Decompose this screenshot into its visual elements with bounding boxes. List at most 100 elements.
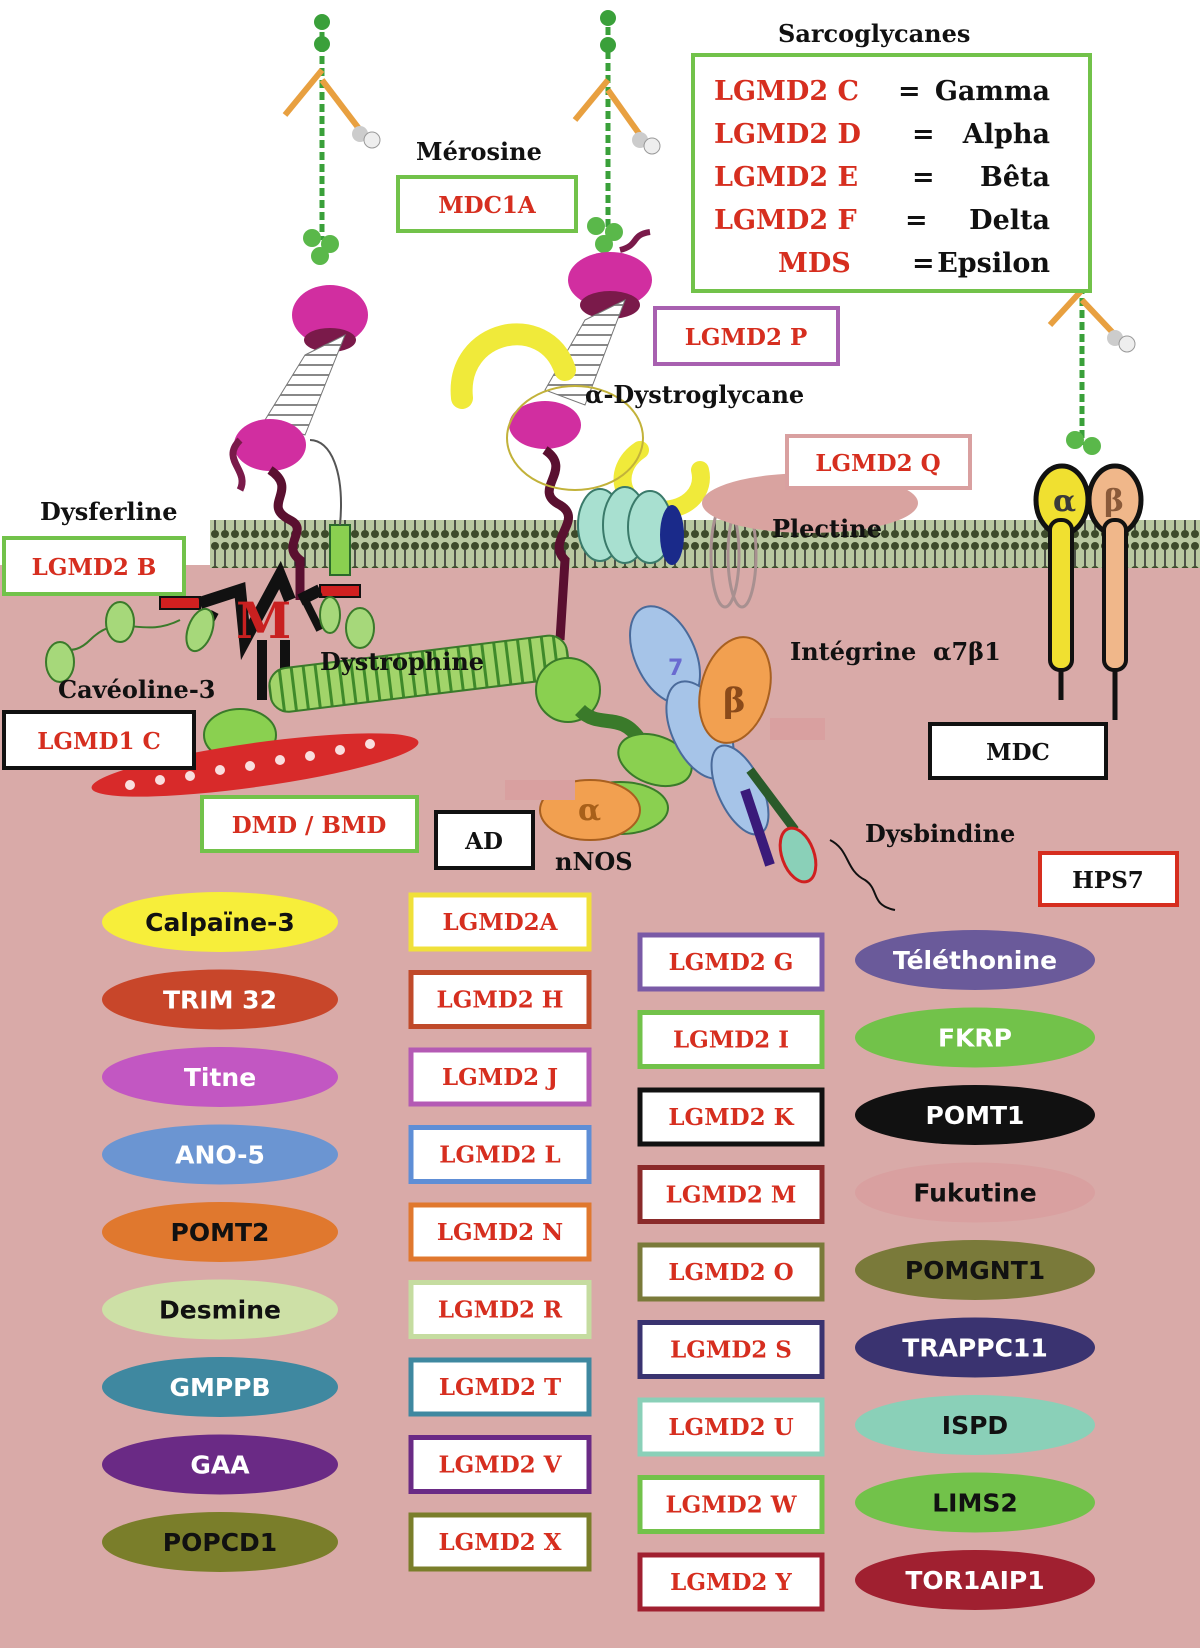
- legend-protein-a: [102, 1434, 338, 1495]
- dystroglycane-label: α-Dystroglycane: [585, 380, 804, 409]
- legend-code-b-label: LGMD2 Y: [670, 1569, 792, 1596]
- legend-code-a-label: LGMD2 X: [438, 1529, 561, 1556]
- sarco-eq: =: [912, 162, 935, 193]
- dystroglycan-outline: [506, 385, 644, 491]
- mdc1a-text: MDC1A: [438, 192, 537, 219]
- legend-protein-a-label: POMT2: [171, 1218, 270, 1247]
- legend-code-a-box: [408, 1280, 592, 1339]
- lgmd2b-box: LGMD2 B: [2, 536, 186, 596]
- legend-protein-b-label: TOR1AIP1: [905, 1566, 1044, 1595]
- legend-protein-a: [102, 1047, 338, 1107]
- m-letter: M: [236, 591, 291, 650]
- ad-text: AD: [464, 828, 503, 855]
- legend-code-a-box: [408, 1047, 592, 1107]
- merosine-label: Mérosine: [416, 137, 542, 166]
- legend-code-a-box: [408, 1357, 592, 1417]
- legend-protein-b-label: LIMS2: [932, 1489, 1018, 1518]
- sarco-code: LGMD2 F: [714, 205, 857, 236]
- sarco-eq: =: [905, 205, 928, 236]
- legend-protein-a-label: ANO-5: [175, 1141, 265, 1170]
- sarco-eq: =: [912, 248, 935, 279]
- legend-code-a-label: LGMD2 N: [437, 1219, 563, 1246]
- integrin-alpha-beta-right: [1033, 463, 1144, 720]
- sarco-eq: =: [912, 119, 935, 150]
- legend-code-b-box: [637, 932, 825, 992]
- legend-code-b-label: LGMD2 S: [670, 1337, 792, 1364]
- dysferline-complex: [45, 439, 375, 700]
- legend-protein-b: [855, 1317, 1095, 1378]
- legend-code-b-label: LGMD2 O: [668, 1259, 793, 1286]
- hps7-box: HPS7: [1038, 851, 1179, 907]
- legend-code-b-label: LGMD2 G: [669, 949, 794, 976]
- plectine-label: Plectine: [772, 514, 882, 543]
- legend-code-a-label: LGMD2 R: [438, 1297, 563, 1324]
- legend-protein-a-label: GMPPB: [169, 1373, 270, 1402]
- legend-code-a-label: LGMD2 J: [442, 1064, 558, 1091]
- laminin-left: [282, 14, 381, 265]
- caveoline-label: Cavéoline-3: [58, 675, 216, 704]
- sarcolemma: [210, 520, 1200, 568]
- legend-protein-a: [102, 1124, 338, 1185]
- lgmd2p-text: LGMD2 P: [685, 324, 808, 351]
- legend-code-b-box: [637, 1475, 825, 1534]
- sarcoglycanes-box: [691, 53, 1092, 293]
- legend-protein-b: [855, 1085, 1095, 1145]
- lgmd1c-text: LGMD1 C: [37, 728, 161, 755]
- legend-protein-b: [855, 1395, 1095, 1455]
- legend-code-a-box: [408, 970, 592, 1029]
- integrin-a7b1: [505, 605, 896, 911]
- legend-code-a-label: LGMD2 L: [439, 1142, 560, 1169]
- sarco-code: LGMD2 C: [714, 76, 859, 107]
- legend-protein-b: [855, 1162, 1095, 1223]
- legend-code-a-label: LGMD2 H: [437, 987, 564, 1014]
- legend-protein-b: [855, 1472, 1095, 1533]
- sarco-name: Epsilon: [937, 248, 1050, 279]
- legend-protein-a-label: TRIM 32: [163, 986, 277, 1015]
- lgmd2p-box: LGMD2 P: [653, 306, 840, 366]
- lgmd2b-text: LGMD2 B: [32, 554, 157, 581]
- legend-code-b-box: [637, 1010, 825, 1069]
- sarco-name: Alpha: [962, 119, 1050, 150]
- dysferline-label: Dysferline: [40, 497, 177, 526]
- legend-code-b-box: [637, 1087, 825, 1147]
- sarco-name: Bêta: [980, 162, 1050, 193]
- lgmd1c-box: LGMD1 C: [2, 710, 196, 770]
- legend-code-a-box: [408, 1512, 592, 1572]
- lgmd2q-text: LGMD2 Q: [815, 450, 940, 477]
- integrine-label: Intégrine α7β1: [790, 637, 1001, 666]
- legend-protein-b-label: FKRP: [938, 1024, 1012, 1053]
- legend-protein-a-label: Titne: [184, 1063, 256, 1092]
- hps7-text: HPS7: [1072, 867, 1144, 894]
- laminin-center: [572, 10, 661, 253]
- legend-protein-a: [102, 892, 338, 952]
- sarco-code: LGMD2 D: [714, 119, 861, 150]
- legend-code-a-box: [408, 1125, 592, 1184]
- legend-code-b-box: [637, 1397, 825, 1457]
- legend-code-b-box: [637, 1165, 825, 1224]
- integrin-beta-inner: β: [723, 681, 746, 721]
- integrin-seven: 7: [668, 656, 683, 681]
- legend-protein-a: [102, 1202, 338, 1262]
- legend-protein-a-label: GAA: [190, 1451, 250, 1480]
- legend-code-b-box: [637, 1320, 825, 1379]
- legend-code-a-label: LGMD2 T: [439, 1374, 561, 1401]
- dmd-bmd-box: DMD / BMD: [200, 795, 419, 853]
- legend-code-b-label: LGMD2 W: [665, 1492, 797, 1519]
- legend-code-b-label: LGMD2 K: [668, 1104, 794, 1131]
- integrin-beta-symbol: β: [1104, 484, 1124, 519]
- mdc1a-box: MDC1A: [396, 175, 578, 233]
- integrin-alpha-symbol: α: [1053, 484, 1076, 519]
- legend-code-b-box: [637, 1242, 825, 1302]
- legend-code-b-box: [637, 1552, 825, 1612]
- dystroglycan-left: [229, 285, 368, 600]
- legend-protein-b: [855, 930, 1095, 990]
- legend-protein-b: [855, 1550, 1095, 1610]
- dystroglycan-center: [509, 229, 652, 641]
- yellow-arc-protein: [450, 323, 576, 409]
- sarco-code: LGMD2 E: [714, 162, 858, 193]
- legend-code-b-label: LGMD2 M: [666, 1182, 797, 1209]
- legend-protein-b-label: POMT1: [926, 1101, 1025, 1130]
- legend-protein-b-label: Fukutine: [913, 1179, 1036, 1208]
- legend-code-a-box: [408, 1435, 592, 1494]
